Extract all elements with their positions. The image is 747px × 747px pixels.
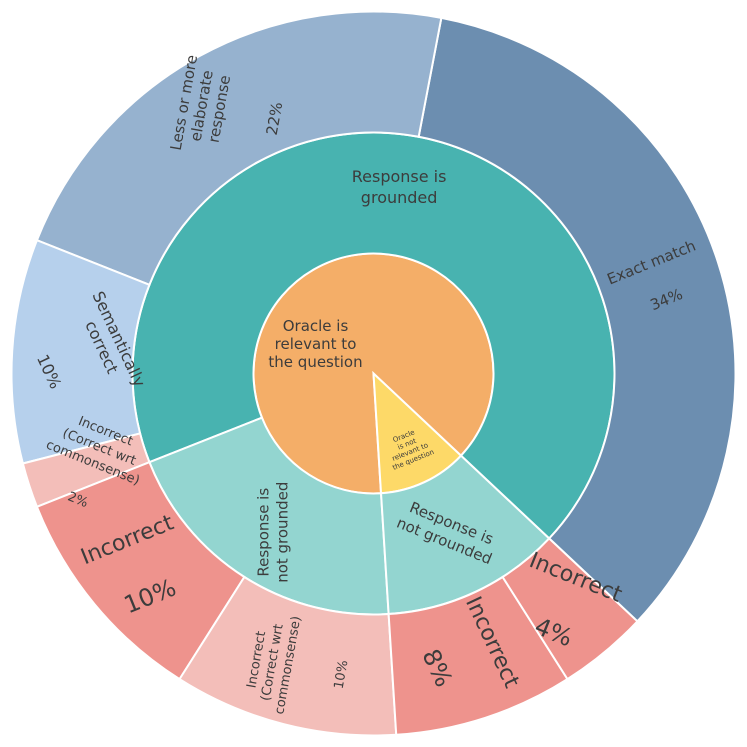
chart-segments (10, 10, 737, 737)
label-incorrect-cs-a: Incorrect(Correct wrtcommonsense)2% (44, 406, 155, 511)
label-not-grounded-a: Response isnot grounded (255, 482, 292, 583)
label-text-incorrect-cs-a: Incorrect(Correct wrtcommonsense) (44, 406, 155, 489)
segment-elaborate (35, 10, 443, 287)
label-text-incorrect-cs-b: Incorrect(Correct wrtcommonsense) (241, 609, 305, 715)
value-label-incorrect-cs-a: 2% (65, 489, 90, 511)
segment-exact-match (417, 16, 737, 623)
label-incorrect-cs-b: Incorrect(Correct wrtcommonsense) 10% (241, 609, 352, 716)
label-text-not-grounded-a: Response isnot grounded (255, 482, 292, 583)
value-label-elaborate: 22% (263, 101, 287, 137)
segment-incorrect-c (501, 537, 639, 681)
value-label-incorrect-cs-b: 10% (332, 659, 352, 690)
